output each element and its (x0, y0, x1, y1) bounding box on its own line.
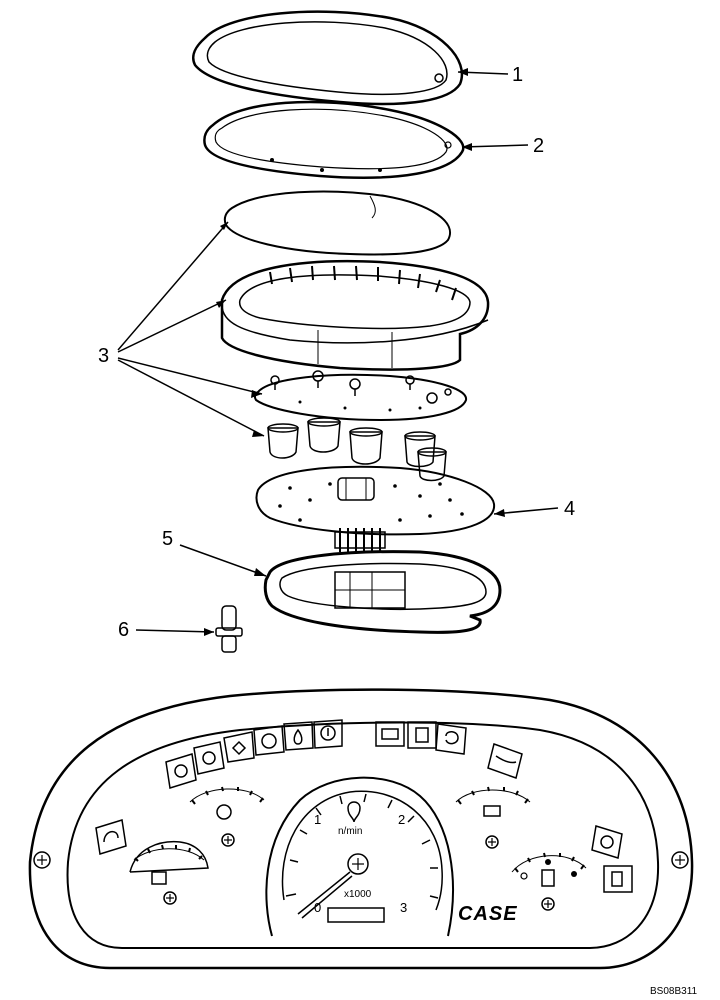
light-bulbs (267, 417, 447, 482)
drawing-code: BS08B311 (650, 986, 698, 997)
tach-tick-1: 1 (314, 812, 321, 827)
battery-gauge (455, 786, 531, 849)
callout-3: 3 (98, 345, 109, 367)
callout-4: 4 (564, 498, 575, 520)
hour-meter-display (327, 907, 385, 923)
face-plate (253, 370, 468, 422)
rear-housing (263, 550, 502, 634)
mounting-screw-left (33, 851, 51, 869)
tach-unit: n/min (338, 826, 362, 837)
tach-multiplier: x1000 (344, 889, 372, 900)
callout-1: 1 (512, 64, 523, 86)
brand-logo: CASE (458, 903, 518, 925)
bulb-socket (215, 605, 243, 653)
lens (203, 100, 465, 179)
fuel-gauge (129, 840, 209, 905)
connector (334, 528, 386, 552)
coolant-gauge (511, 852, 587, 911)
mask-window (223, 190, 451, 256)
callout-6: 6 (118, 619, 129, 641)
callout-5: 5 (162, 528, 173, 550)
oil-pressure-gauge (189, 786, 265, 847)
tach-tick-2: 2 (398, 812, 405, 827)
cluster-front-view: 0 1 2 3 n/min x1000 (28, 688, 694, 970)
gauge-housing (220, 259, 490, 371)
bezel-ring (191, 10, 464, 106)
mounting-screw-right (671, 851, 689, 869)
tachometer: 0 1 2 3 n/min x1000 (265, 776, 454, 937)
side-lamps (95, 819, 633, 893)
circuit-board (255, 465, 496, 536)
tach-tick-0: 0 (314, 900, 321, 915)
tach-tick-3: 3 (400, 900, 407, 915)
callout-2: 2 (533, 135, 544, 157)
warning-lamp-panel (165, 719, 523, 789)
